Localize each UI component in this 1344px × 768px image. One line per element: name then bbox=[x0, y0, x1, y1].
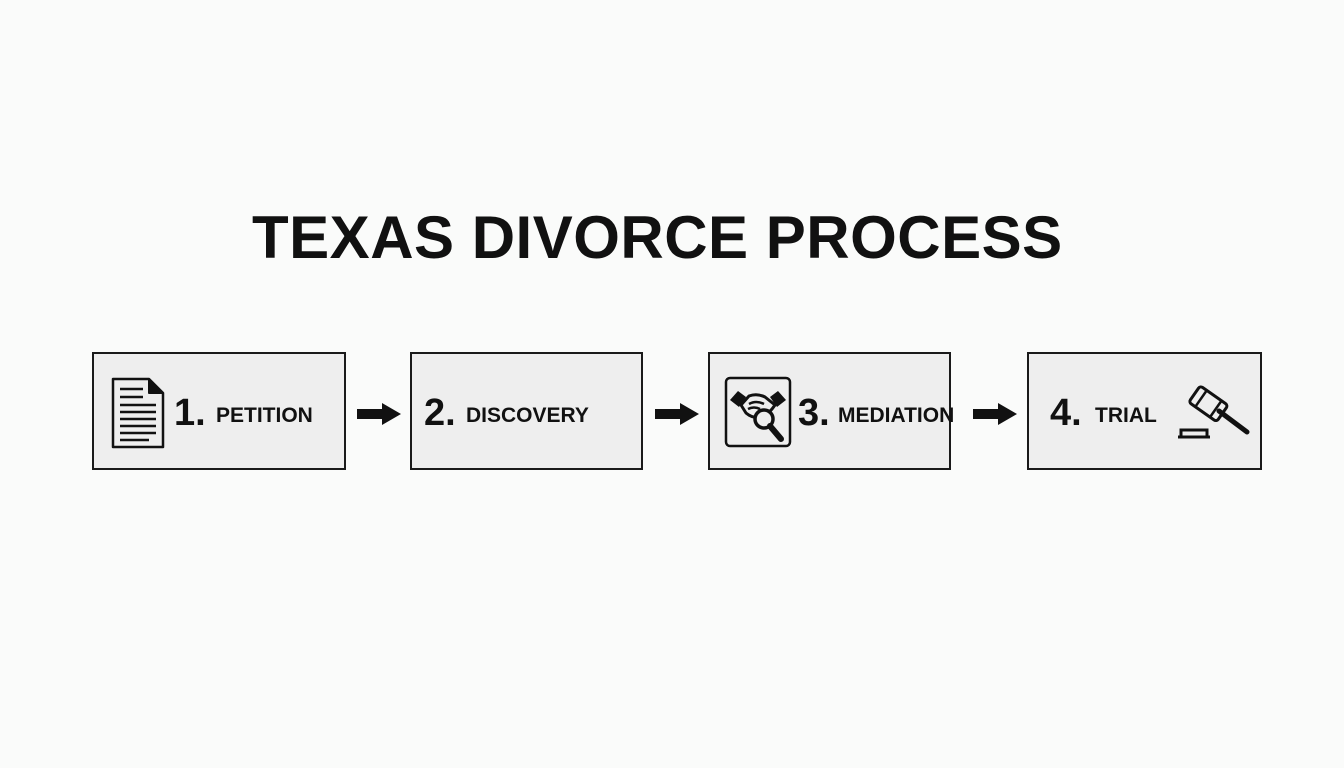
step-number: 4. bbox=[1050, 392, 1082, 434]
step-mediation: 3. MEDIATION bbox=[708, 352, 955, 470]
step-number: 3. bbox=[798, 392, 830, 434]
arrow-right-icon bbox=[973, 403, 1017, 425]
step-discovery: 2. DISCOVERY bbox=[410, 352, 643, 470]
step-trial: 4. TRIAL bbox=[1027, 352, 1262, 470]
document-icon bbox=[111, 377, 165, 449]
step-petition: 1. PETITION bbox=[92, 352, 346, 470]
gavel-icon bbox=[1178, 385, 1250, 439]
step-label: TRIAL bbox=[1095, 404, 1157, 427]
step-number: 1. bbox=[174, 392, 206, 434]
arrow-right-icon bbox=[655, 403, 699, 425]
diagram-title: TEXAS DIVORCE PROCESS bbox=[252, 204, 1063, 271]
arrow-right-icon bbox=[357, 403, 401, 425]
step-label: PETITION bbox=[216, 404, 313, 427]
handshake-magnifier-icon bbox=[724, 376, 792, 448]
step-label: MEDIATION bbox=[838, 404, 955, 427]
step-number: 2. bbox=[424, 392, 456, 434]
step-label: DISCOVERY bbox=[466, 404, 589, 427]
